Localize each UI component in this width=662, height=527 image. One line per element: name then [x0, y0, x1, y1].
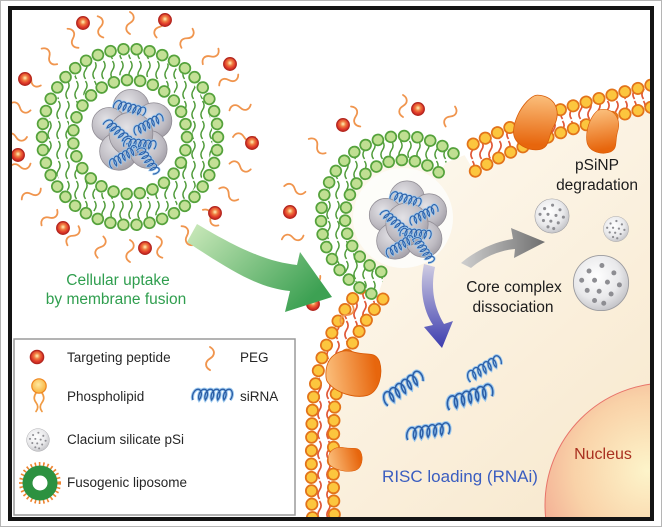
sirna-icon	[190, 387, 234, 402]
legend-label-phospholipid: Phospholipid	[67, 389, 144, 404]
legend: Targeting peptide PEG Phospholipid siRNA…	[13, 338, 296, 516]
targeting-peptide	[245, 136, 259, 150]
targeting-peptide	[223, 57, 237, 71]
targeting-peptide	[411, 102, 425, 116]
psi-sphere	[534, 198, 570, 234]
phospholipid-icon	[31, 378, 47, 413]
legend-label-peg: PEG	[240, 350, 269, 365]
fusing-liposome	[280, 94, 460, 328]
psi-sphere	[603, 216, 629, 242]
fusogenic-liposome-icon	[19, 462, 61, 504]
nucleus-label: Nucleus	[574, 446, 632, 463]
targeting-peptide	[283, 205, 297, 219]
legend-label-sirna: siRNA	[240, 389, 278, 404]
targeting-peptide	[208, 206, 222, 220]
legend-label-fusogenic-liposome: Fusogenic liposome	[67, 475, 187, 490]
cell-membrane-lower	[304, 281, 390, 519]
uptake-label-line1: Cellular uptake	[66, 272, 169, 289]
targeting-peptide	[76, 16, 90, 30]
uptake-arrow	[187, 224, 332, 312]
targeting-peptide	[18, 72, 32, 86]
targeting-peptide	[56, 221, 70, 235]
dissociation-arrow	[421, 264, 453, 348]
targeting-peptide	[336, 118, 350, 132]
core-dissociation-label-line1: Core complex	[466, 279, 562, 296]
legend-label-targeting-peptide: Targeting peptide	[67, 350, 171, 365]
risc-loading-label: RISC loading (RNAi)	[382, 467, 538, 486]
legend-box	[13, 338, 296, 516]
psinp-degradation-label-line1: pSiNP	[575, 157, 619, 174]
core-dissociation-label-line2: dissociation	[473, 299, 554, 316]
calcium-silicate-psi-icon	[26, 428, 50, 452]
nucleus	[544, 383, 652, 519]
fusogenic-liposome-particle	[10, 11, 259, 263]
degradation-arrow	[461, 228, 545, 268]
targeting-peptide	[138, 241, 152, 255]
targeting-peptide	[11, 148, 25, 162]
legend-label-calcium-silicate-psi: Clacium silicate pSi	[67, 432, 184, 447]
figure-frame	[8, 6, 654, 521]
targeting-peptide	[158, 13, 172, 27]
uptake-label-line2: by membrane fusion	[46, 291, 186, 308]
psinp-degradation-label-line2: degradation	[556, 177, 638, 194]
targeting-peptide-icon	[29, 349, 45, 365]
psi-sphere	[572, 254, 630, 312]
